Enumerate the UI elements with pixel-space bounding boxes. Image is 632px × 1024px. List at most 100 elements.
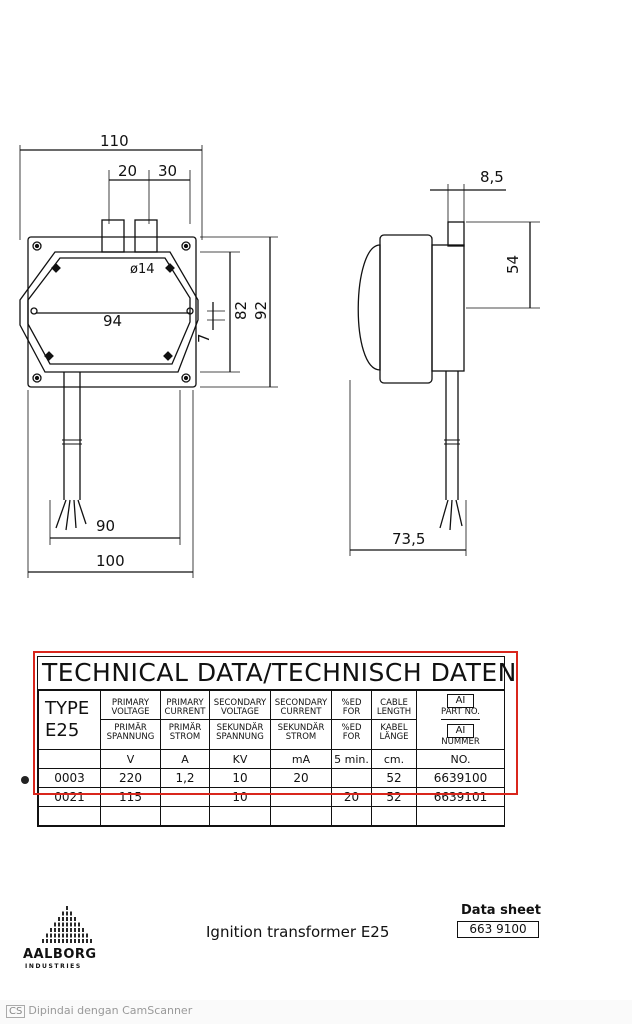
header-de: PRIMÄR STROM	[168, 722, 202, 742]
logo-dot	[66, 928, 68, 932]
logo-dot	[82, 939, 84, 943]
header-en: PART NO.	[441, 707, 480, 720]
table-title: TECHNICAL DATA/TECHNISCH DATEN	[38, 657, 516, 690]
header-en: SECONDARY CURRENT	[271, 698, 331, 720]
logo-dot	[86, 939, 88, 943]
header-en: PRIMARY VOLTAGE	[101, 698, 160, 720]
document-title: Ignition transformer E25	[206, 923, 390, 941]
side-body	[379, 234, 433, 384]
logo-dot	[78, 928, 80, 932]
logo-dot	[70, 939, 72, 943]
table-cell	[331, 806, 372, 826]
logo-dot	[50, 939, 52, 943]
dim-8-5: 8,5	[480, 168, 504, 186]
header-en: CABLE LENGTH	[372, 698, 416, 720]
table-cell: 1,2	[160, 768, 210, 788]
table-cell	[209, 806, 271, 826]
logo-dot	[70, 933, 72, 938]
logo-dot	[70, 911, 72, 916]
scanner-strip	[0, 1000, 632, 1024]
logo-dot	[70, 922, 72, 927]
table-cell	[371, 806, 417, 826]
dimension-labels: 110 20 30 ø14 94 82 92 7 90 100 8,5 54 7…	[96, 132, 522, 570]
row-marker-dot	[21, 776, 29, 784]
scanner-text: Dipindai dengan CamScanner	[28, 1004, 193, 1017]
datasheet-label: Data sheet	[461, 903, 541, 918]
dim-92: 92	[252, 301, 270, 320]
header-de: PRIMÄR SPANNUNG	[106, 722, 155, 742]
dim-110: 110	[100, 132, 129, 150]
technical-drawing: 110 20 30 ø14 94 82 92 7 90 100 8,5 54 7…	[19, 132, 540, 578]
dim-94: 94	[103, 312, 122, 330]
logo-dot	[66, 933, 68, 938]
dim-30: 30	[158, 162, 177, 180]
logo-dot	[42, 939, 44, 943]
dim-20: 20	[118, 162, 137, 180]
table-cell: 115	[100, 787, 161, 807]
header-de: SEKUNDÄR SPANNUNG	[216, 722, 264, 742]
header-de: %ED FOR	[341, 722, 362, 742]
front-cable	[63, 372, 81, 500]
header-de: NUMMER	[441, 736, 480, 747]
logo-dot	[50, 928, 52, 932]
front-terminal-right	[134, 219, 158, 253]
logo-dot	[62, 922, 64, 927]
logo-dot	[78, 933, 80, 938]
logo-dot	[58, 922, 60, 927]
logo-dot	[70, 917, 72, 921]
dim-7: 7	[195, 333, 213, 343]
dim-73-5: 73,5	[392, 530, 425, 548]
logo-dot	[74, 939, 76, 943]
front-housing	[19, 251, 199, 373]
logo-dot	[78, 922, 80, 927]
table-cell: 52	[371, 768, 417, 788]
type-label: TYPE	[45, 698, 90, 719]
table-cell: 6639100	[416, 768, 505, 788]
table-cell	[100, 806, 161, 826]
type-value: E25	[45, 720, 80, 741]
camscanner-icon: CS	[6, 1005, 26, 1018]
table-cell	[160, 806, 210, 826]
logo-dot	[74, 917, 76, 921]
logo-dot	[54, 928, 56, 932]
logo-dot	[66, 939, 68, 943]
logo-dot	[74, 928, 76, 932]
table-row: 0003 220 1,2 10 20 52 6639100	[38, 768, 505, 788]
technical-data-table: TECHNICAL DATA/TECHNISCH DATEN TYPE E25 …	[37, 656, 516, 827]
logo-dot	[82, 933, 84, 938]
logo-dot	[70, 928, 72, 932]
logo-dot	[46, 933, 48, 938]
datasheet-number: 663 9100	[457, 921, 539, 938]
header-en: %ED FOR	[332, 698, 371, 720]
dim-54: 54	[504, 255, 522, 274]
table-cell: 0003	[38, 768, 101, 788]
logo-dot	[58, 928, 60, 932]
type-header: TYPE E25	[38, 690, 101, 750]
logo-text: AALBORG	[23, 947, 97, 962]
logo-dot	[66, 917, 68, 921]
side-housing	[357, 244, 381, 371]
logo-dot	[58, 933, 60, 938]
side-cable	[445, 371, 459, 500]
table-row: 0021 115 10 20 52 6639101	[38, 787, 505, 807]
logo-dot	[50, 933, 52, 938]
logo-dot	[62, 917, 64, 921]
header-en: PRIMARY CURRENT	[161, 698, 209, 720]
logo-dot	[86, 933, 88, 938]
logo-dot	[62, 911, 64, 916]
dim-14: ø14	[130, 262, 155, 277]
logo-dot	[78, 939, 80, 943]
front-terminal-left	[101, 219, 125, 253]
header-en: SECONDARY VOLTAGE	[210, 698, 270, 720]
logo-subtext: INDUSTRIES	[25, 963, 82, 970]
aalborg-logo-icon	[42, 906, 92, 943]
logo-dot	[62, 939, 64, 943]
header-de: SEKUNDÄR STROM	[277, 722, 325, 742]
logo-dot	[54, 933, 56, 938]
logo-dot	[74, 933, 76, 938]
table-row	[38, 806, 505, 826]
